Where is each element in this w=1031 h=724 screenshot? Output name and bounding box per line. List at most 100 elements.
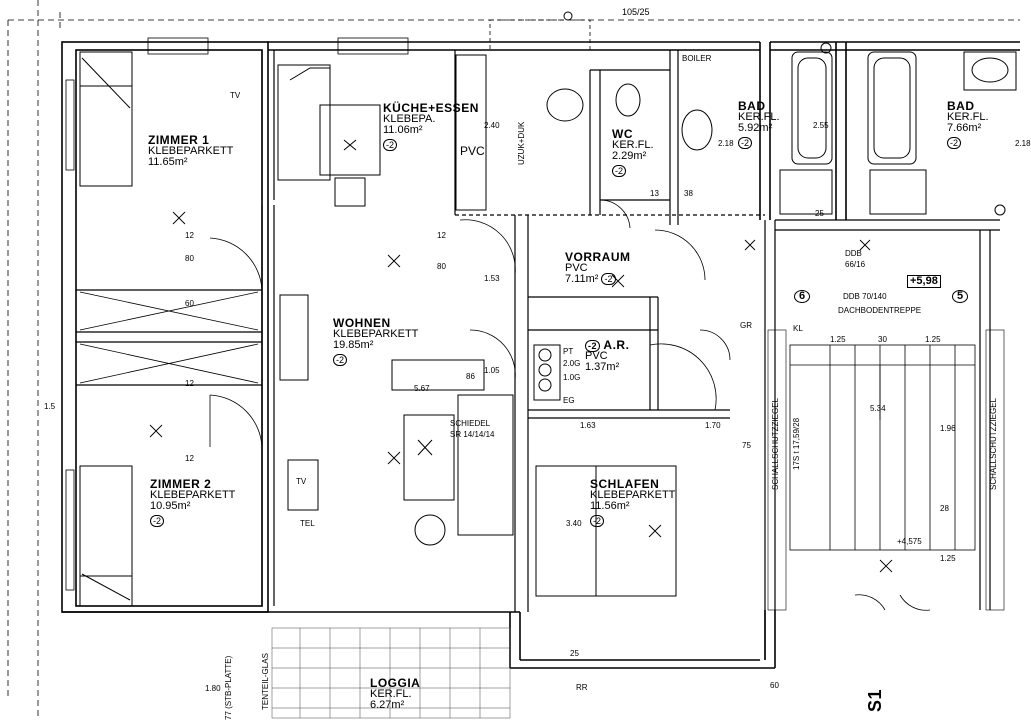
ddb1-value: 66/16 — [845, 260, 866, 269]
room-area-value: 7.11m² — [565, 273, 599, 285]
room-area: 11.65m² — [148, 156, 188, 168]
room-name: VORRAUM — [565, 250, 631, 264]
eg-label: EG — [563, 396, 575, 405]
dimension: 2.18 — [1015, 139, 1031, 148]
top-dimension: 105/25 — [622, 7, 650, 17]
dimension: 60 — [185, 299, 194, 308]
dimension: 1.63 — [580, 421, 596, 430]
dimension: 1.5 — [44, 402, 56, 411]
room-name: ZIMMER 1 — [148, 133, 210, 147]
sound-wall-label: SCHALLSCHUTZZIEGEL — [989, 397, 998, 490]
level-label-1: +5,98 — [907, 275, 941, 288]
room-ar: -2 A.R. PVC 1.37m² — [585, 339, 629, 373]
dimension: 86 — [466, 372, 475, 381]
dimension: 25 — [815, 209, 824, 218]
room-code: -2 — [738, 137, 753, 149]
room-loggia: LOGGIA KER.FL. 6.27m² — [370, 677, 420, 711]
kitchen-counter — [277, 54, 487, 211]
outer-walls — [61, 41, 1020, 669]
dimension: 38 — [684, 189, 693, 198]
dimension: 12 — [185, 454, 194, 463]
room-name: ZIMMER 2 — [150, 477, 212, 491]
room-name: BAD — [738, 99, 766, 113]
room-code: -2 — [383, 139, 398, 151]
room-area: 5.92m² — [738, 122, 773, 134]
staircase — [789, 344, 976, 551]
slab-label: 77 (STB-PLATTE) — [224, 655, 233, 720]
dimension: 28 — [940, 504, 949, 513]
gr-label: GR — [740, 321, 752, 330]
room-floor: KLEBEPARKETT — [590, 489, 676, 501]
tel-label: TEL — [300, 519, 315, 528]
room-area: 10.95m² — [150, 500, 191, 512]
room-schlafen: SCHLAFEN KLEBEPARKETT 11.56m² -2 — [590, 478, 675, 528]
dimension: 2.40 — [484, 121, 500, 130]
dimension: 13 — [650, 189, 659, 198]
pvc-label: PVC — [460, 144, 485, 158]
room-floor: KER.FL. — [947, 111, 989, 123]
boiler-label: BOILER — [682, 54, 712, 63]
room-floor: KLEBEPARKETT — [148, 145, 234, 157]
pt-label: PT — [563, 347, 574, 356]
room-floor: KLEBEPARKETT — [333, 328, 419, 340]
tv-label: TV — [230, 91, 241, 100]
ddb2-label: DDB 70/140 — [843, 292, 887, 301]
uzuk-label: UZUK+DUK — [517, 121, 526, 165]
room-name: BAD — [947, 99, 975, 113]
room-area: 7.11m² -2 — [565, 273, 631, 285]
dachbodentreppe-label: DACHBODENTREPPE — [838, 306, 922, 315]
room-area: 6.27m² — [370, 699, 405, 711]
tv-label: TV — [296, 477, 307, 486]
room-floor: PVC — [585, 350, 608, 362]
room-area: 11.56m² — [590, 500, 630, 512]
dimension: 12 — [185, 231, 194, 240]
room-zimmer1: ZIMMER 1 KLEBEPARKETT 11.65m² — [148, 134, 233, 168]
rr-label: RR — [576, 683, 588, 692]
glass-label: TENTEIL-GLAS — [261, 653, 270, 710]
dimension: 30 — [878, 335, 887, 344]
level-label-2: +4,575 — [897, 537, 922, 546]
stair-label: 17S t 17,59/28 — [792, 417, 801, 470]
bath-fixtures — [546, 51, 1017, 215]
room-name: KÜCHE+ESSEN — [383, 101, 479, 115]
room-floor: KER.FL. — [612, 139, 654, 151]
dimension: 1.25 — [940, 554, 956, 563]
room-code: -2 — [612, 165, 627, 177]
ddb1-label: DDB — [845, 249, 862, 258]
dimension: 1.05 — [484, 366, 500, 375]
pt-10-label: 1.0G — [563, 373, 581, 382]
dimension: 80 — [185, 254, 194, 263]
schiedel-sr-label: SR 14/14/14 — [450, 430, 495, 439]
dimension: 12 — [437, 231, 446, 240]
dimension: 2.55 — [813, 121, 829, 130]
sound-wall-label: SCHALLSCHUTZZIEGEL — [771, 397, 780, 490]
dimension: 75 — [742, 441, 751, 450]
room-area: 2.29m² — [612, 150, 647, 162]
room-code: -2 — [601, 273, 616, 285]
room-zimmer2: ZIMMER 2 KLEBEPARKETT 10.95m² -2 — [150, 478, 235, 528]
room-code: -2 — [590, 515, 605, 527]
windows — [65, 19, 591, 591]
marker-5: 5 — [952, 290, 968, 303]
room-floor: KLEBEPA. — [383, 113, 436, 125]
room-code: -2 — [333, 354, 348, 366]
kl-label: KL — [793, 324, 803, 333]
dimension: 1.53 — [484, 274, 500, 283]
living-furniture — [279, 294, 561, 546]
dimension: 12 — [185, 379, 194, 388]
room-area: 19.85m² — [333, 339, 374, 351]
room-area: 1.37m² — [585, 361, 620, 373]
room-name: -2 A.R. — [585, 339, 629, 352]
dimension: 25 — [570, 649, 579, 658]
dimension: 1.25 — [830, 335, 846, 344]
room-bad2: BAD KER.FL. 7.66m² -2 — [947, 100, 989, 150]
dimension: 5.34 — [870, 404, 886, 413]
room-code: -2 — [947, 137, 962, 149]
room-area: 11.06m² — [383, 124, 423, 136]
room-wohnen: WOHNEN KLEBEPARKETT 19.85m² -2 — [333, 317, 418, 367]
room-area: 7.66m² — [947, 122, 982, 134]
room-kueche: KÜCHE+ESSEN KLEBEPA. 11.06m² -2 — [383, 102, 479, 152]
wardrobe — [79, 291, 259, 384]
dimension: 3.40 — [566, 519, 582, 528]
section-marker: S1 — [865, 688, 885, 712]
